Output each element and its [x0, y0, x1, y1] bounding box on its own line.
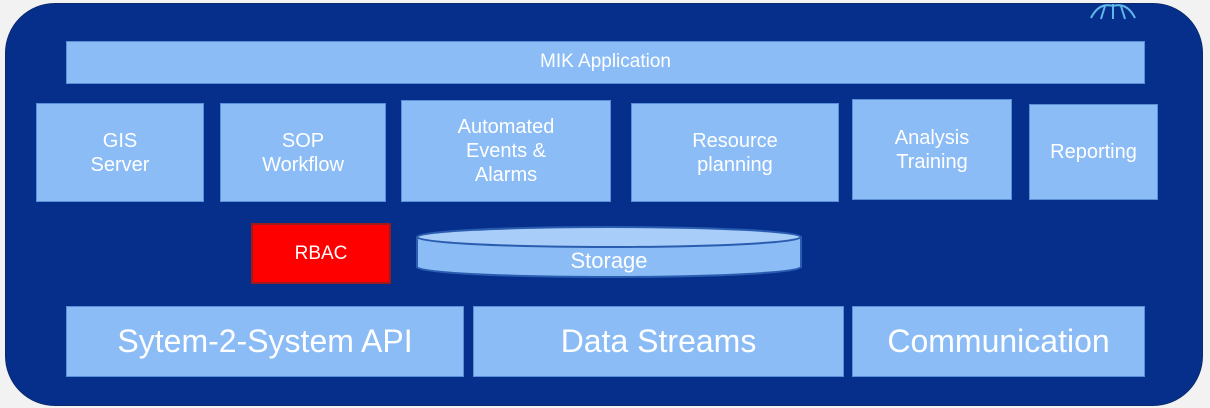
bottom-layer-label: Sytem-2-System API	[117, 323, 413, 360]
module-label: Automated Events & Alarms	[457, 116, 555, 186]
bottom-layer-label: Communication	[887, 323, 1110, 360]
module-label: Reporting	[1050, 141, 1137, 163]
module-sop-workflow: SOP Workflow	[220, 103, 386, 202]
mik-application-label: MIK Application	[540, 51, 671, 73]
tower-logo-icon	[1090, 4, 1136, 20]
storage-cylinder: Storage	[416, 226, 802, 278]
rbac-box: RBAC	[251, 223, 391, 284]
bottom-layer-label: Data Streams	[560, 323, 757, 360]
module-resource-planning: Resource planning	[631, 103, 839, 202]
rbac-label: RBAC	[294, 242, 348, 264]
mik-application-bar: MIK Application	[66, 41, 1145, 84]
communication-box: Communication	[852, 306, 1145, 377]
module-gis-server: GIS Server	[36, 103, 204, 202]
module-label: Analysis Training	[894, 126, 970, 173]
module-automated-events-alarms: Automated Events & Alarms	[401, 100, 611, 202]
system-2-system-api-box: Sytem-2-System API	[66, 306, 464, 377]
module-label: GIS Server	[90, 129, 150, 176]
module-reporting: Reporting	[1029, 104, 1158, 200]
module-label: SOP Workflow	[262, 129, 344, 176]
module-analysis-training: Analysis Training	[852, 99, 1012, 200]
data-streams-box: Data Streams	[473, 306, 844, 377]
storage-label: Storage	[570, 248, 647, 273]
module-label: Resource planning	[692, 129, 778, 176]
